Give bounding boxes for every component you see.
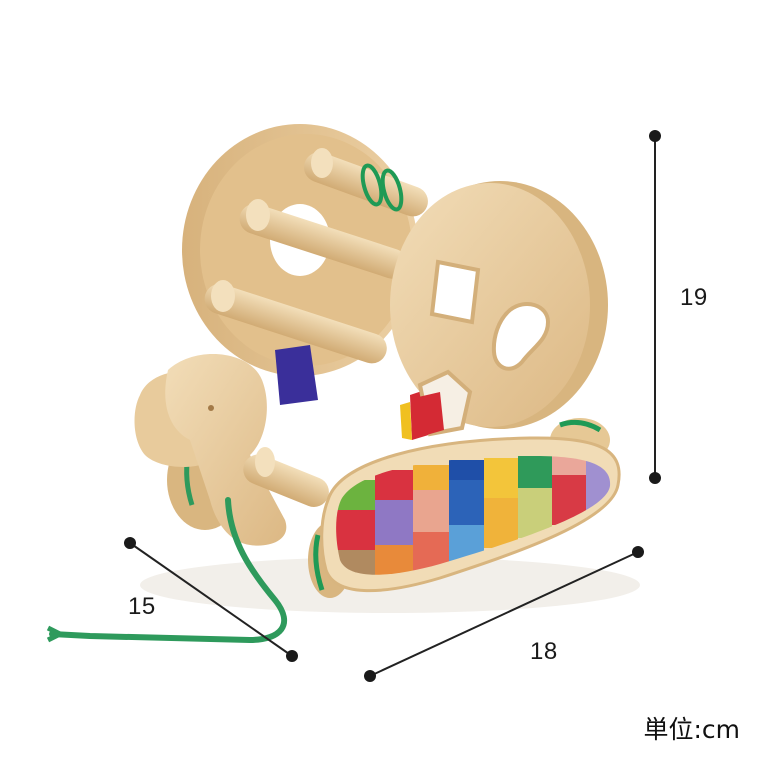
depth-dimension-label: 15 — [128, 593, 156, 620]
drum-rods — [204, 148, 428, 364]
width-dimension-label: 18 — [530, 638, 558, 665]
dimension-width-line — [364, 546, 644, 682]
dimension-height-line — [649, 130, 661, 484]
drum-front-disc — [390, 181, 608, 438]
string-tassel — [46, 625, 66, 643]
turtle-head — [165, 353, 287, 546]
unit-label: 単位:cm — [643, 715, 740, 744]
rainbow-side-panel — [320, 436, 621, 593]
turtle-eye — [208, 405, 214, 411]
dimension-depth-line — [124, 537, 298, 662]
yellow-block — [400, 402, 412, 440]
height-dimension-label: 19 — [680, 284, 708, 311]
blue-block — [275, 345, 318, 405]
square-hole — [429, 259, 481, 325]
rubber-bands — [360, 163, 404, 212]
heart-hole — [491, 302, 551, 371]
pull-string — [49, 497, 288, 644]
turtle-body — [134, 353, 329, 546]
